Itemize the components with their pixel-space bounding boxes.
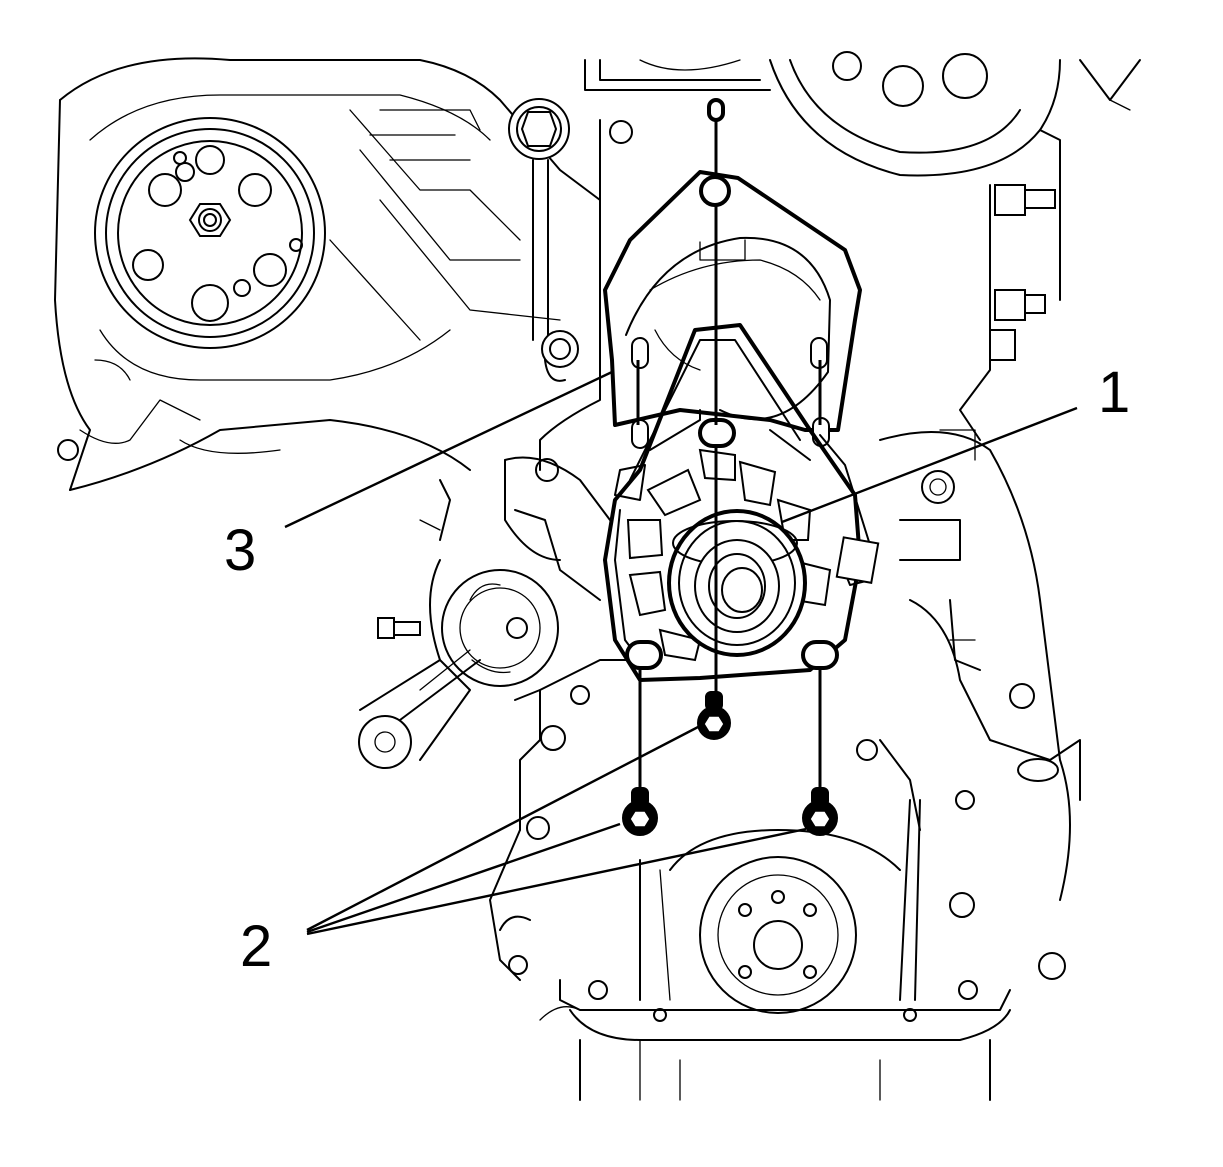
bolt-group — [622, 691, 838, 836]
leader-1 — [781, 406, 1078, 524]
callout-2: 2 — [240, 914, 272, 979]
leader-2c — [306, 827, 807, 936]
bolt-lower-right — [802, 787, 838, 836]
callout-3: 3 — [224, 518, 256, 583]
left-pulley — [94, 117, 326, 349]
leader-3 — [284, 370, 613, 529]
leader-2b — [306, 822, 621, 934]
upper-bolt — [508, 98, 579, 382]
engine-block — [54, 51, 1141, 1101]
callout-1: 1 — [1098, 360, 1130, 425]
bolt-upper — [697, 691, 731, 740]
leader-lines — [284, 370, 1078, 936]
leader-2a — [306, 724, 701, 932]
water-pump — [603, 323, 880, 682]
gasket — [603, 170, 862, 449]
bolt-lower-left — [622, 787, 658, 836]
